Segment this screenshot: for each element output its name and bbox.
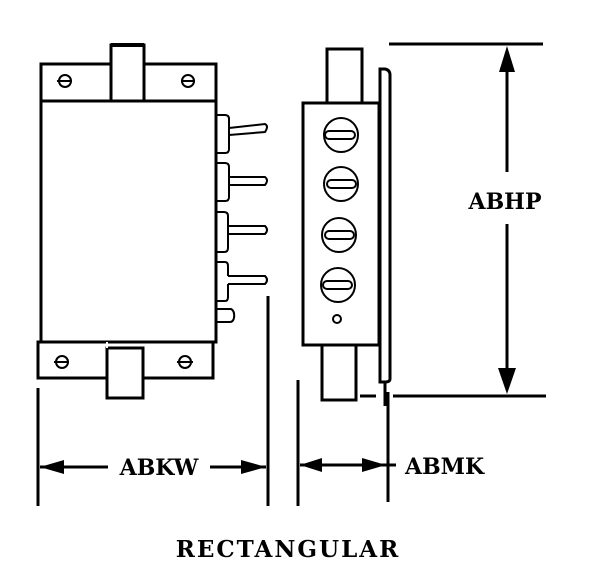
top-mounting-tab: [109, 43, 146, 103]
top-post: [325, 47, 364, 105]
front-view: [36, 43, 268, 400]
arrow-right-icon: [241, 460, 266, 474]
terminal: [217, 211, 268, 253]
terminal-stub: [217, 308, 236, 323]
bottom-post: [320, 343, 358, 402]
arrow-left-icon: [300, 458, 322, 472]
adjustment-screw-icon: [323, 117, 359, 153]
component-body: [39, 99, 218, 344]
bottom-mounting-tab: [105, 346, 145, 400]
adjustment-screw-icon: [323, 166, 359, 202]
arrow-up-icon: [499, 46, 515, 72]
side-view: [301, 47, 392, 402]
arrow-right-icon: [362, 458, 386, 472]
width-label: ABKW: [119, 455, 199, 481]
screw-icon: [54, 355, 69, 369]
adjustment-screw-icon: [320, 267, 356, 303]
mounting-plate: [378, 67, 392, 384]
figure-caption: RECTANGULAR: [176, 536, 401, 563]
screw-icon: [57, 74, 72, 88]
arrow-left-icon: [40, 460, 64, 474]
indicator-hole: [332, 314, 342, 324]
terminal: [217, 162, 268, 202]
arrow-down-icon: [498, 368, 516, 394]
width-dimension: ABKW: [36, 296, 270, 506]
terminal: [217, 261, 268, 302]
height-dimension: ABHP: [360, 42, 546, 406]
adjustment-screw-icon: [321, 217, 357, 253]
depth-label: ABMK: [404, 454, 485, 480]
screw-icon: [177, 355, 193, 369]
height-label: ABHP: [468, 189, 542, 215]
terminal: [217, 114, 268, 154]
screw-icon: [181, 74, 195, 88]
depth-dimension: ABMK: [296, 380, 485, 506]
